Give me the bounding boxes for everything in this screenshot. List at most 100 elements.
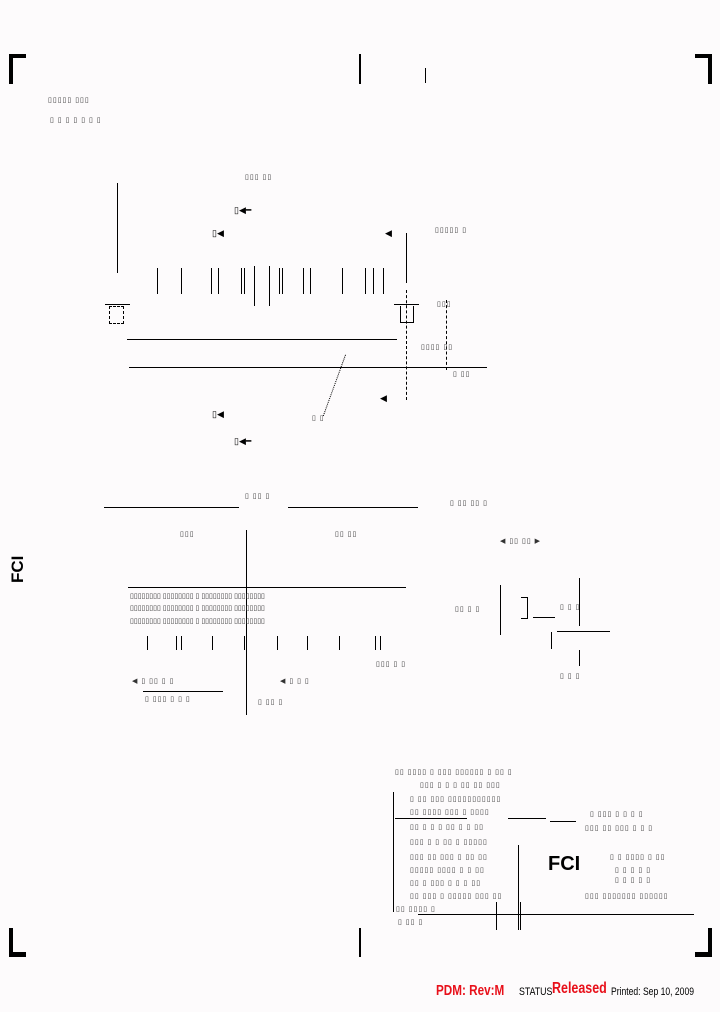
- frame-center-mark-top: [359, 54, 361, 84]
- detail-base: [557, 631, 610, 632]
- status-value: Released: [552, 980, 607, 997]
- pin: [157, 268, 158, 294]
- drawing-note-line-1: ▯▯▯▯▯ ▯▯▯: [48, 97, 90, 104]
- title-block-header-2: ▯▯▯ ▯ ▯ ▯ ▯▯ ▯▯ ▯▯▯: [420, 782, 501, 789]
- leader-line: [322, 354, 347, 417]
- pitch-label: ▯▯▯ ▯ ▯: [376, 661, 407, 668]
- overall-dim-left-extension: [117, 183, 118, 273]
- detail-base-left: [551, 632, 552, 649]
- detail-bracket: [521, 597, 528, 619]
- title-block-right-3: ▯ ▯ ▯▯▯▯ ▯ ▯▯: [610, 854, 666, 861]
- frame-corner-top-right: [695, 54, 712, 58]
- tail-pin: [212, 636, 213, 650]
- title-block-hline-2: [508, 818, 546, 819]
- detail-left-bar: [500, 585, 501, 635]
- tail-pin: [380, 636, 381, 650]
- title-block-row-h: ▯▯ ▯▯▯ ▯ ▯▯▯▯▯ ▯▯▯ ▯▯: [410, 893, 503, 900]
- right-callout-label: ▯▯▯▯▯ ▯: [435, 227, 468, 234]
- overall-length-label: ▯ ▯▯ ▯: [245, 493, 271, 500]
- pin: [303, 268, 304, 294]
- right-end-post: [400, 306, 414, 323]
- right-reference-line: [406, 233, 407, 283]
- pin: [218, 268, 219, 294]
- detail-left-label: ▯▯ ▯ ▯: [455, 606, 481, 613]
- tail-pin: [339, 636, 340, 650]
- contact-row-2: ▯▯▯▯▯▯▯▯ ▯▯▯▯▯▯▯▯ ▯ ▯▯▯▯▯▯▯▯ ▯▯▯▯▯▯▯▯: [130, 605, 265, 612]
- callout-arrow-b-top: ▯◀━: [234, 205, 252, 215]
- right-center-line: [406, 290, 407, 400]
- callout-arrow-a-top: ▯◀: [212, 228, 224, 238]
- pin: [279, 268, 280, 294]
- left-end-cap: [105, 304, 130, 305]
- side-fci-logo: FCI: [8, 555, 27, 583]
- title-block-row-b: ▯▯ ▯▯▯▯ ▯▯▯ ▯ ▯▯▯▯: [410, 809, 490, 816]
- pin: [342, 268, 343, 294]
- detail-arm: [533, 617, 555, 618]
- title-block-right-5: ▯ ▯ ▯ ▯ ▯: [615, 877, 652, 884]
- center-pin: [269, 266, 270, 306]
- title-block-right-2: ▯▯▯ ▯▯ ▯▯▯ ▯ ▯ ▯: [585, 825, 654, 832]
- title-block-right-4: ▯ ▯ ▯ ▯ ▯: [615, 867, 652, 874]
- height-dim-label: ▯▯▯: [437, 301, 452, 308]
- frame-corner-bottom-right-v: [708, 928, 712, 957]
- pin: [383, 268, 384, 294]
- pin: [244, 268, 245, 294]
- detail-center-label: ▯ ▯ ▯: [560, 604, 581, 611]
- title-block-row-d: ▯▯▯ ▯ ▯ ▯▯ ▯ ▯▯▯▯▯: [410, 839, 488, 846]
- left-end-post: [109, 306, 124, 324]
- title-block-col-2: [520, 902, 521, 930]
- tail-pin: [277, 636, 278, 650]
- title-block-col-1: [496, 902, 497, 930]
- pin: [211, 268, 212, 294]
- tail-pin: [307, 636, 308, 650]
- pin: [310, 268, 311, 294]
- title-block-right-6: ▯▯▯ ▯▯▯▯▯▯▯ ▯▯▯▯▯▯: [585, 893, 669, 900]
- tail-pin: [375, 636, 376, 650]
- frame-corner-top-left: [9, 54, 26, 58]
- tail-pin: [176, 636, 177, 650]
- title-block-row-f: ▯▯▯▯▯ ▯▯▯▯ ▯ ▯ ▯▯: [410, 867, 485, 874]
- drawing-note-line-2: ▯ ▯ ▯ ▯ ▯ ▯ ▯: [50, 117, 102, 124]
- pin: [241, 268, 242, 294]
- tail-pin: [244, 636, 245, 650]
- title-block-col-divider: [518, 845, 519, 930]
- overall-length-dim-line-left: [104, 507, 239, 508]
- contact-row-top: [128, 587, 406, 588]
- tail-pin: [181, 636, 182, 650]
- title-block-fci-logo: FCI: [548, 853, 581, 875]
- frame-corner-bottom-left: [9, 952, 26, 957]
- pin: [365, 268, 366, 294]
- frame-corner-bottom-left-v: [9, 928, 13, 957]
- pcb-label: ▯ ▯▯: [453, 371, 471, 378]
- title-block-header-1: ▯▯ ▯▯▯▯ ▯ ▯▯▯ ▯▯▯▯▯▯ ▯ ▯▯ ▯: [395, 769, 513, 776]
- detail-dim-label: ◀ ▯▯ ▯▯ ▶: [500, 538, 542, 545]
- title-block-bottom-line: [418, 914, 694, 915]
- profile-top-line: [127, 339, 397, 340]
- title-block-row-g: ▯▯ ▯ ▯▯▯ ▯ ▯ ▯ ▯▯: [410, 880, 482, 887]
- pdm-revision: PDM: Rev:M: [436, 982, 505, 999]
- title-block-sheet-label: ▯▯ ▯▯▯▯ ▯: [396, 906, 436, 913]
- half-length-right-label: ▯▯ ▯▯: [335, 531, 358, 538]
- frame-corner-top-right-v: [708, 54, 712, 84]
- title-block-row-e: ▯▯▯ ▯▯ ▯▯▯ ▯ ▯▯ ▯▯: [410, 854, 488, 861]
- front-center-line: [246, 530, 247, 715]
- right-offset-label: ▯ ▯▯ ▯: [258, 699, 284, 706]
- height-dim-line: [446, 300, 447, 370]
- detail-bottom-label: ▯ ▯ ▯: [560, 673, 581, 680]
- callout-arrow-a-bottom: ▯◀: [212, 409, 224, 419]
- left-span-underline: [143, 691, 223, 692]
- right-tolerance-label: ◀ ▯ ▯ ▯: [280, 678, 310, 685]
- overall-length-dim-line-right: [288, 507, 418, 508]
- tail-pin: [147, 636, 148, 650]
- leader-callout-label: ▯ ▯: [312, 415, 325, 422]
- half-length-left-label: ▯▯▯: [180, 531, 195, 538]
- printed-date: Printed: Sep 10, 2009: [611, 986, 695, 998]
- left-span-label: ◀ ▯ ▯▯ ▯ ▯: [132, 678, 175, 685]
- frame-corner-bottom-right: [695, 952, 712, 957]
- callout-arrow-right-bottom: ◀: [380, 393, 387, 403]
- left-span-label-2: ▯ ▯▯▯ ▯ ▯ ▯: [145, 696, 191, 703]
- detail-lower-vert: [579, 650, 580, 666]
- frame-tick-top: [425, 68, 426, 83]
- pin: [373, 268, 374, 294]
- detail-vert: [579, 578, 580, 626]
